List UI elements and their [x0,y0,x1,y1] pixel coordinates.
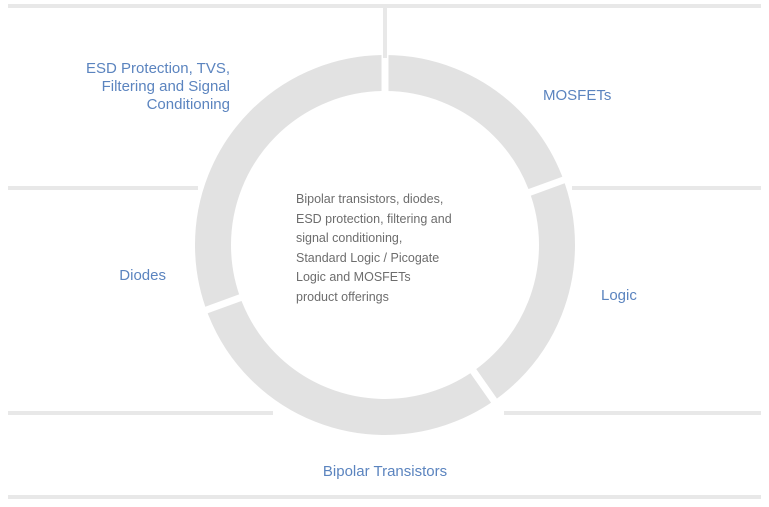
connector-line-lower-right [504,411,761,415]
segment-label-esd-protection[interactable]: ESD Protection, TVS, Filtering and Signa… [86,60,230,113]
segment-label-diodes[interactable]: Diodes [119,267,166,284]
connector-line-diodes [8,186,198,190]
segment-label-bipolar-transistors[interactable]: Bipolar Transistors [322,463,448,480]
connector-line-top-vertical [383,6,387,58]
connector-line-logic [572,186,761,190]
center-description-text: Bipolar transistors, diodes, ESD protect… [296,192,452,304]
connector-line-bottom [8,495,761,499]
segment-label-mosfets[interactable]: MOSFETs [543,87,612,104]
donut-segment-group [195,55,575,435]
connector-line-lower-left [8,411,273,415]
segment-label-logic[interactable]: Logic [601,287,637,304]
donut-ring [195,55,575,435]
